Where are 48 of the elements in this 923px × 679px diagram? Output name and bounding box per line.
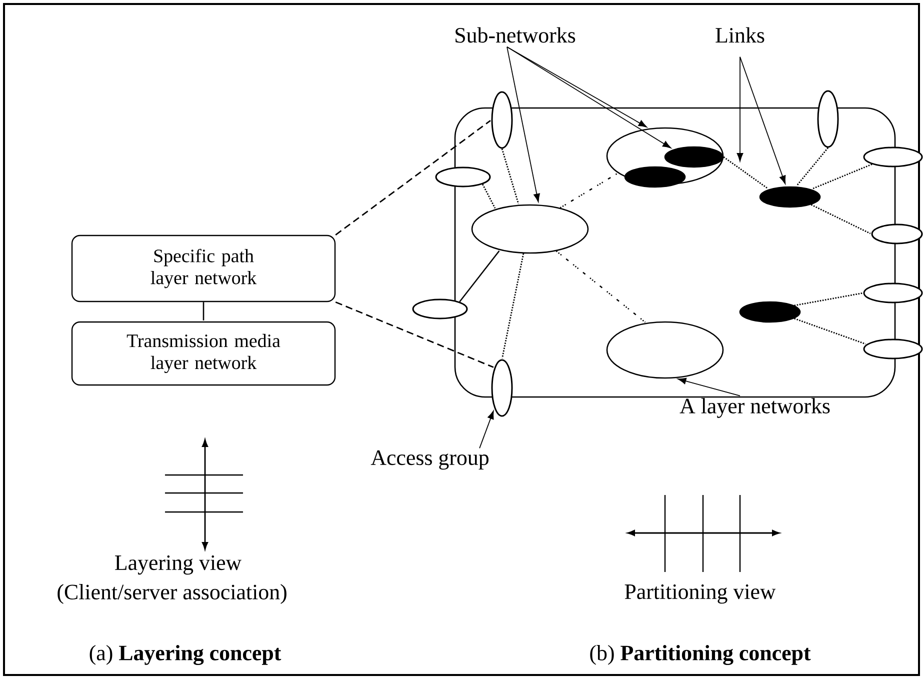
callout-label: Links [716, 27, 764, 43]
access-group-ellipse [871, 224, 923, 244]
link-line [796, 147, 829, 186]
callout-label: A layer networks [680, 398, 830, 418]
link-line [335, 301, 494, 368]
access-group-ellipse [491, 359, 513, 417]
link-line [723, 156, 768, 190]
leader-arrow [506, 46, 647, 128]
connector-line [202, 302, 204, 320]
subnetwork-ellipse [624, 166, 686, 188]
subnetwork-ellipse [759, 186, 821, 208]
process-box: Specific path layer network [71, 234, 336, 302]
subnetwork-ellipse [606, 321, 724, 379]
connector-line [459, 250, 500, 302]
callout-label: Access group [370, 450, 488, 470]
leader-arrow [506, 46, 540, 202]
callout-label: Sub-networks [456, 27, 576, 43]
view-label: Partitioning view [624, 584, 776, 604]
link-line [335, 120, 491, 236]
link-line [812, 164, 872, 190]
access-group-ellipse [491, 91, 513, 149]
link-line [501, 148, 520, 204]
subnetwork-ellipse [471, 204, 589, 254]
subfigure-caption: (a) Layering concept [90, 644, 282, 666]
link-line [794, 292, 862, 306]
link-line [560, 173, 618, 208]
view-label: (Client/server association) [58, 584, 286, 604]
subnetwork-ellipse [739, 301, 801, 323]
link-line [556, 250, 646, 323]
access-group-ellipse [435, 166, 491, 188]
link-line [502, 253, 524, 358]
leader-arrow [740, 56, 786, 184]
subfigure-caption: (b) Partitioning concept [590, 644, 811, 666]
process-box: Transmission media layer network [71, 321, 336, 386]
leader-arrow [506, 46, 672, 148]
leader-arrow [678, 378, 740, 396]
link-line [810, 204, 871, 234]
leader-arrow [736, 56, 744, 162]
subnetwork-ellipse [664, 146, 724, 168]
access-group-ellipse [863, 338, 923, 360]
access-group-ellipse [817, 90, 839, 148]
link-line [482, 184, 496, 208]
access-group-ellipse [412, 298, 468, 320]
leader-arrow [479, 410, 494, 449]
access-group-ellipse [863, 282, 923, 304]
view-label: Layering view [115, 555, 242, 575]
link-line [794, 318, 866, 345]
access-group-ellipse [863, 146, 923, 168]
